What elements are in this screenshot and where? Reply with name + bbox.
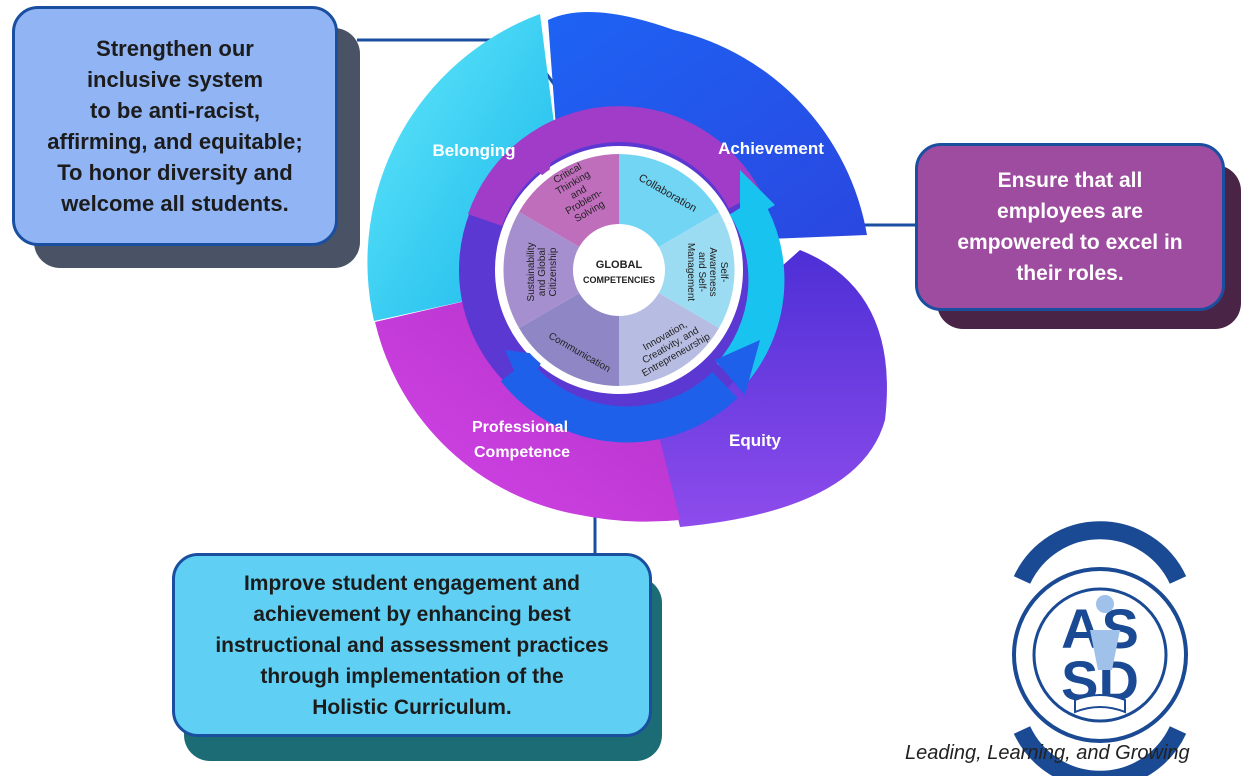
goal-callout-achievement: Improve student engagement and achieveme…	[172, 553, 664, 763]
center-hub	[573, 224, 665, 316]
callout-box: Ensure that all employees are empowered …	[915, 143, 1225, 311]
ring-label-competence: Competence	[474, 444, 570, 461]
goal-line: Ensure that all	[997, 169, 1143, 192]
goal-callout-employees: Ensure that all employees are empowered …	[915, 143, 1243, 331]
petal-professional-competence	[375, 297, 680, 522]
goal-line: welcome all students.	[61, 191, 289, 216]
goal-line: through implementation of the	[260, 664, 564, 688]
slice-sustainability	[503, 212, 619, 328]
district-logo: Anglophone South School District AS SD	[1012, 521, 1188, 776]
slice-self-awareness	[619, 212, 735, 328]
ring-label-equity: Equity	[729, 431, 781, 450]
tagline: Leading, Learning, and Growing	[905, 742, 1190, 764]
sustainability-line-1: Sustainability	[526, 243, 537, 302]
sustainability-line-3: Citizenship	[548, 247, 559, 296]
ring-label-achievement: Achievement	[718, 139, 824, 158]
goal-line: to be anti-racist,	[90, 98, 260, 123]
goal-line: inclusive system	[86, 67, 264, 92]
goal-line: Improve student engagement and	[243, 571, 581, 595]
goal-line: Strengthen our	[96, 36, 254, 61]
callout-box: Strengthen our inclusive system to be an…	[12, 6, 338, 246]
self-line-3: and Self-	[696, 252, 707, 292]
self-line-1: Self-	[718, 262, 729, 283]
self-line-4: Management	[685, 243, 696, 302]
center-label-line-2: COMPETENCIES	[583, 275, 655, 285]
goal-line: employees are	[997, 200, 1143, 223]
goal-line: empowered to excel in	[957, 231, 1183, 254]
petal-equity	[650, 250, 887, 527]
goal-line: instructional and assessment practices	[215, 633, 609, 657]
goal-line: To honor diversity and	[57, 160, 293, 185]
sustainability-line-2: and Global	[537, 248, 548, 296]
self-line-2: Awareness	[707, 247, 718, 296]
petal-achievement	[548, 12, 867, 240]
callout-box: Improve student engagement and achieveme…	[172, 553, 652, 737]
ring-label-professional: Professional	[472, 419, 568, 436]
goal-line: Holistic Curriculum.	[312, 695, 512, 719]
petal-belonging	[367, 14, 557, 321]
goal-callout-belonging: Strengthen our inclusive system to be an…	[12, 6, 360, 268]
center-label-line-1: GLOBAL	[596, 259, 643, 271]
goal-line: achievement by enhancing best	[253, 602, 571, 626]
goal-line: their roles.	[1016, 262, 1124, 285]
goal-line: affirming, and equitable;	[47, 129, 303, 154]
ring-label-belonging: Belonging	[432, 141, 515, 160]
